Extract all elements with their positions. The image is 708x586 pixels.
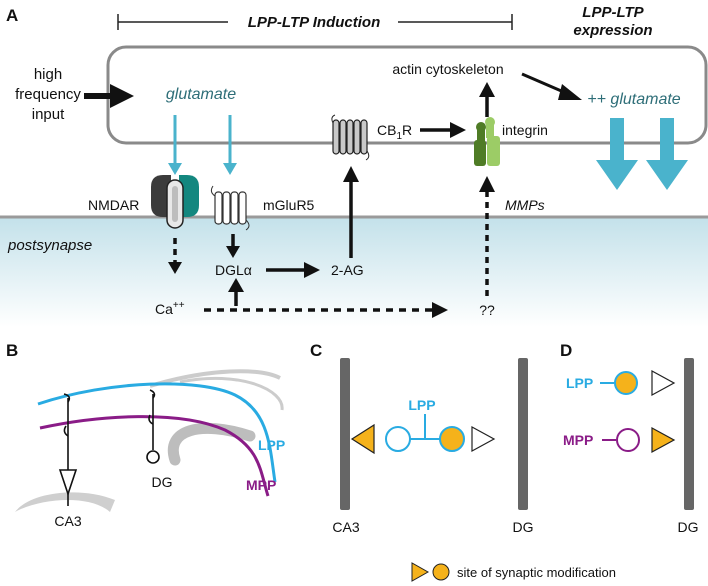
panel-c-label: C [310, 341, 322, 360]
cb1r-label: CB1R [377, 122, 412, 142]
ca-to-dgla-arrow [228, 278, 244, 306]
mpp-fiber [39, 415, 270, 497]
lpp-spine-d [651, 369, 676, 397]
legend-text: site of synaptic modification [457, 565, 616, 580]
unknown-label: ?? [479, 302, 495, 318]
legend: site of synaptic modification [411, 562, 616, 582]
panel-a: A LPP-LTP Induction LPP-LTP expression h… [0, 4, 708, 327]
postsynapse-label: postsynapse [7, 237, 92, 254]
dg-neuron [146, 389, 160, 464]
glutamate-plus-label: ++ glutamate [587, 91, 681, 108]
induction-bracket [117, 10, 513, 32]
actin-to-glutamate-arrow [521, 72, 582, 100]
legend-circle-icon [432, 563, 450, 581]
dg-dendrite-d [684, 358, 694, 510]
nmdar-to-ca-arrow [168, 238, 182, 274]
hippocampal-outline [149, 369, 281, 388]
glutamate-release-arrows [168, 115, 237, 175]
input-arrow [84, 84, 134, 108]
panel-b-label: B [6, 341, 18, 360]
dg-label-d: DG [678, 519, 699, 535]
legend-triangle-icon [411, 562, 430, 582]
nmdar-icon [151, 175, 199, 229]
ca3-modified-spine [350, 423, 375, 455]
mpp-spine-modified [651, 426, 676, 454]
input-label-line3: input [32, 106, 65, 123]
lpp-bouton-modified [614, 371, 638, 395]
ca3-label: CA3 [54, 513, 81, 529]
ca3-layer [15, 492, 115, 512]
expression-title-line2: expression [573, 22, 652, 39]
lpp-label-c: LPP [408, 397, 435, 413]
ca3-neuron [58, 393, 78, 506]
lpp-label: LPP [258, 437, 285, 453]
lpp-label-d: LPP [566, 375, 593, 391]
lpp-bouton-dg-modified [439, 426, 465, 452]
unknown-to-integrin-arrow [479, 176, 495, 296]
cb1r-receptor-icon [331, 114, 370, 161]
dgla-label: DGLα [215, 262, 252, 278]
dgla-to-2ag-arrow [266, 262, 320, 278]
dg-spine [471, 425, 496, 453]
input-label-line2: frequency [15, 86, 81, 103]
panel-d: D LPP MPP DG [560, 341, 699, 535]
integrin-to-actin-arrow [479, 82, 495, 117]
actin-label: actin cytoskeleton [392, 61, 503, 77]
panel-d-label: D [560, 341, 572, 360]
2ag-to-cb1r-arrow [343, 166, 359, 258]
nmdar-label: NMDAR [88, 197, 139, 213]
ca3-label-c: CA3 [332, 519, 359, 535]
panel-b: B CA3 DG LPP MPP [6, 341, 285, 529]
mpp-label: MPP [246, 477, 276, 493]
lpp-bouton-ca3 [385, 426, 411, 452]
mglur5-label: mGluR5 [263, 197, 315, 213]
dg-dendrite [518, 358, 528, 510]
mpp-label-d: MPP [563, 432, 593, 448]
dg-label: DG [152, 474, 173, 490]
dg-label-c: DG [513, 519, 534, 535]
calcium-label: Ca++ [155, 300, 185, 317]
integrin-label: integrin [502, 122, 548, 138]
two-ag-label: 2-AG [331, 262, 364, 278]
expression-title-line1: LPP-LTP [582, 4, 644, 21]
ca3-dendrite [340, 358, 350, 510]
mglur5-receptor-icon [210, 185, 250, 231]
cb1r-to-integrin-arrow [420, 122, 466, 138]
glutamate-expression-arrows [596, 118, 688, 190]
integrin-icon [474, 117, 500, 166]
mmps-label: MMPs [505, 197, 545, 213]
lpp-fiber [37, 382, 277, 483]
mglur5-to-dgla-arrow [226, 234, 240, 258]
glutamate-label: glutamate [166, 86, 236, 103]
dg-granule-layer [167, 423, 256, 466]
panel-c: C LPP CA3 DG [310, 341, 534, 535]
panel-a-label: A [6, 6, 18, 25]
input-label-line1: high [34, 66, 62, 83]
ca-to-unknown-arrow [204, 302, 448, 318]
induction-title: LPP-LTP Induction [248, 14, 380, 31]
mpp-bouton [616, 428, 640, 452]
